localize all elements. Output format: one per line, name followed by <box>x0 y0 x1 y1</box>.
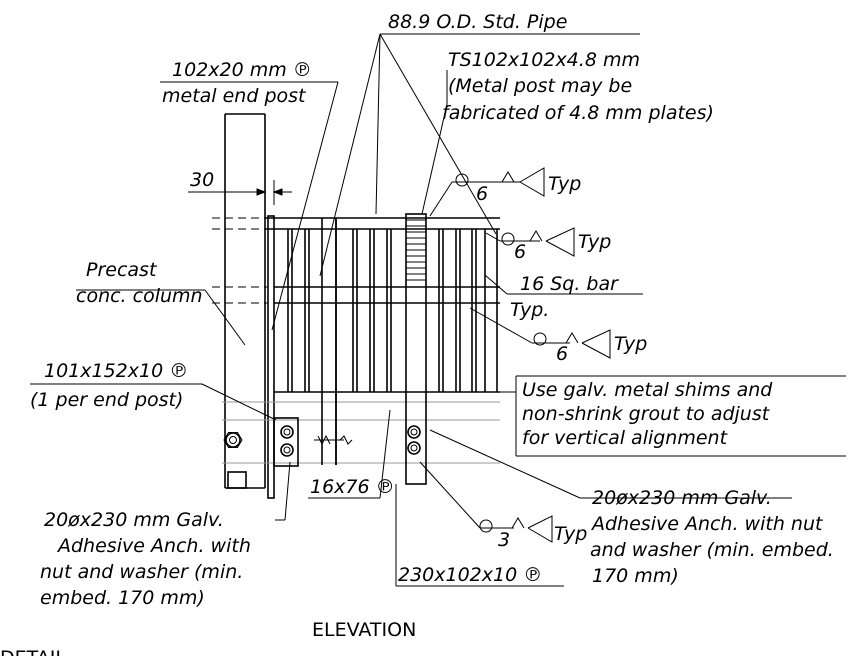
elevation-title: ELEVATION <box>312 619 416 641</box>
anchor-left-label-3: nut and washer (min. <box>40 561 243 583</box>
weld-size: 6 <box>476 183 488 205</box>
rail-frame <box>212 217 500 464</box>
weld-typ: Typ <box>554 523 587 545</box>
shims-label-1: Use galv. metal shims and <box>522 379 773 401</box>
shims-label-3: for vertical alignment <box>522 427 729 449</box>
ts-label-3: fabricated of 4.8 mm plates) <box>442 102 714 124</box>
bar-label-1: 16 Sq. bar <box>520 273 619 295</box>
end-base-plate <box>273 417 299 467</box>
plate101-label-2: (1 per end post) <box>30 389 183 411</box>
anchor-left-label-2: Adhesive Anch. with <box>56 535 251 557</box>
weld-size: 6 <box>514 241 526 263</box>
weld-symbol-1: 6 Typ <box>455 167 581 205</box>
precast-column <box>223 113 266 489</box>
ts-label-2: (Metal post may be <box>448 75 632 97</box>
weld-typ: Typ <box>578 231 611 253</box>
leaders <box>30 33 846 587</box>
end-post-label-2: metal end post <box>162 85 307 107</box>
anchor-right-label-1: 20øx230 mm Galv. <box>592 487 772 509</box>
anchor-right-label-4: 170 mm) <box>592 565 679 587</box>
weld-size: 6 <box>556 343 568 365</box>
ts-label-1: TS102x102x4.8 mm <box>448 49 640 71</box>
weld-typ: Typ <box>614 333 647 355</box>
end-post-label-1: 102x20 mm ℗ <box>172 59 312 81</box>
precast-label-2: conc. column <box>76 285 203 307</box>
dim-30-label: 30 <box>190 169 214 191</box>
plate230-label: 230x102x10 ℗ <box>398 564 542 586</box>
anchor-left-label-4: embed. 170 mm) <box>40 587 205 609</box>
pipe-posts <box>314 218 498 465</box>
ts-metal-post <box>405 213 427 485</box>
weld-typ: Typ <box>548 173 581 195</box>
weld-symbol-3: 6 Typ <box>533 329 647 365</box>
shims-label-2: non-shrink grout to adjust <box>522 403 771 425</box>
metal-end-post <box>267 215 275 499</box>
weld-size: 3 <box>498 529 510 551</box>
detail-title: DETAIL <box>0 647 66 656</box>
weld-symbol-2: 6 Typ <box>501 227 611 263</box>
weld-symbol-4: 3 Typ <box>479 515 587 551</box>
bar-label-2: Typ. <box>510 299 549 321</box>
vertical-bars <box>287 229 477 392</box>
anchor-right-label-2: Adhesive Anch. with nut <box>590 513 824 535</box>
plate101-label-1: 101x152x10 ℗ <box>44 360 188 382</box>
anchor-right-label-3: and washer (min. embed. <box>590 539 834 561</box>
anchor-left-label-1: 20øx230 mm Galv. <box>44 509 224 531</box>
precast-label-1: Precast <box>86 259 158 281</box>
plate16-label: 16x76 ℗ <box>310 476 395 498</box>
pipe-label: 88.9 O.D. Std. Pipe <box>388 11 567 33</box>
